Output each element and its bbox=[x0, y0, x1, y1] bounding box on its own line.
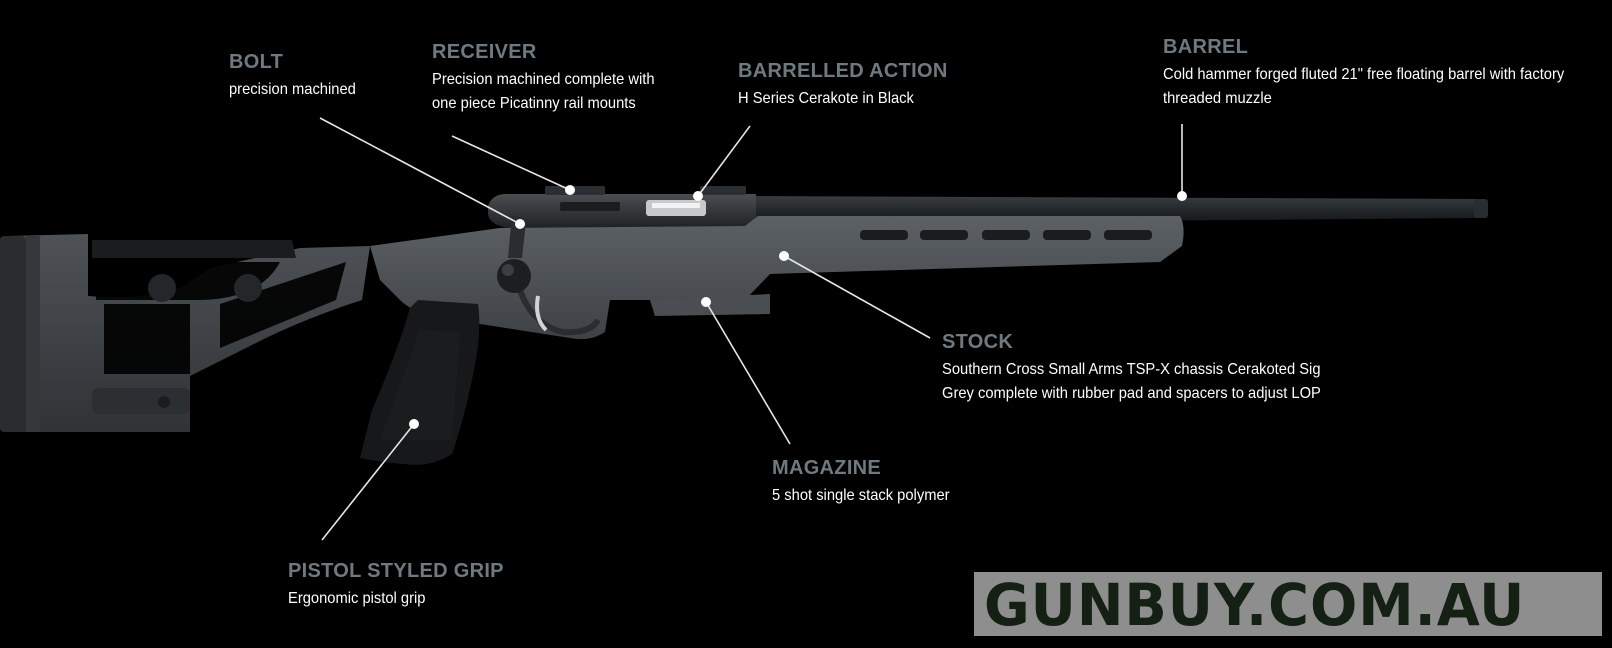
callout-receiver-title: RECEIVER bbox=[432, 41, 537, 63]
callout-magazine: MAGAZINE 5 shot single stack polymer bbox=[772, 456, 1032, 508]
receiver bbox=[488, 186, 756, 228]
callout-bolt: BOLT precision machined bbox=[229, 50, 429, 102]
callout-barrel-title: BARREL bbox=[1163, 36, 1249, 58]
callout-stock-desc: Southern Cross Small Arms TSP-X chassis … bbox=[942, 361, 1321, 402]
callout-magazine-desc: 5 shot single stack polymer bbox=[772, 487, 950, 504]
watermark-banner: GUNBUY.COM.AU bbox=[974, 572, 1602, 636]
callout-grip: PISTOL STYLED GRIP Ergonomic pistol grip bbox=[288, 559, 548, 611]
callout-magazine-title: MAGAZINE bbox=[772, 457, 882, 479]
watermark-text: GUNBUY.COM.AU bbox=[984, 572, 1526, 636]
leader-barrelled-action bbox=[693, 125, 751, 201]
callout-barrelled-action-title: BARRELLED ACTION bbox=[738, 60, 948, 82]
leader-barrel bbox=[1177, 124, 1187, 201]
leader-receiver bbox=[451, 135, 575, 195]
callout-grip-title: PISTOL STYLED GRIP bbox=[288, 560, 504, 582]
pistol-grip bbox=[360, 300, 480, 465]
callout-receiver: RECEIVER Precision machined complete wit… bbox=[432, 40, 690, 116]
forend-slots bbox=[860, 230, 1152, 240]
callout-barrel-desc: Cold hammer forged fluted 21" free float… bbox=[1163, 66, 1565, 107]
bolt-handle bbox=[497, 214, 531, 293]
callout-stock: STOCK Southern Cross Small Arms TSP-X ch… bbox=[942, 330, 1364, 406]
callout-receiver-desc: Precision machined complete with one pie… bbox=[432, 71, 655, 112]
leader-magazine bbox=[701, 297, 791, 445]
callout-barrelled-action: BARRELLED ACTION H Series Cerakote in Bl… bbox=[738, 59, 998, 111]
callout-bolt-title: BOLT bbox=[229, 51, 284, 73]
leader-stock bbox=[779, 251, 931, 339]
callout-barrel: BARREL Cold hammer forged fluted 21" fre… bbox=[1163, 35, 1608, 111]
callout-barrelled-action-desc: H Series Cerakote in Black bbox=[738, 90, 914, 107]
callout-bolt-desc: precision machined bbox=[229, 81, 356, 98]
leader-bolt bbox=[319, 117, 525, 229]
callout-stock-title: STOCK bbox=[942, 331, 1014, 353]
stock-chassis bbox=[370, 216, 1184, 340]
leader-grip bbox=[321, 419, 419, 541]
buttstock bbox=[0, 234, 370, 432]
callout-grip-desc: Ergonomic pistol grip bbox=[288, 590, 426, 607]
